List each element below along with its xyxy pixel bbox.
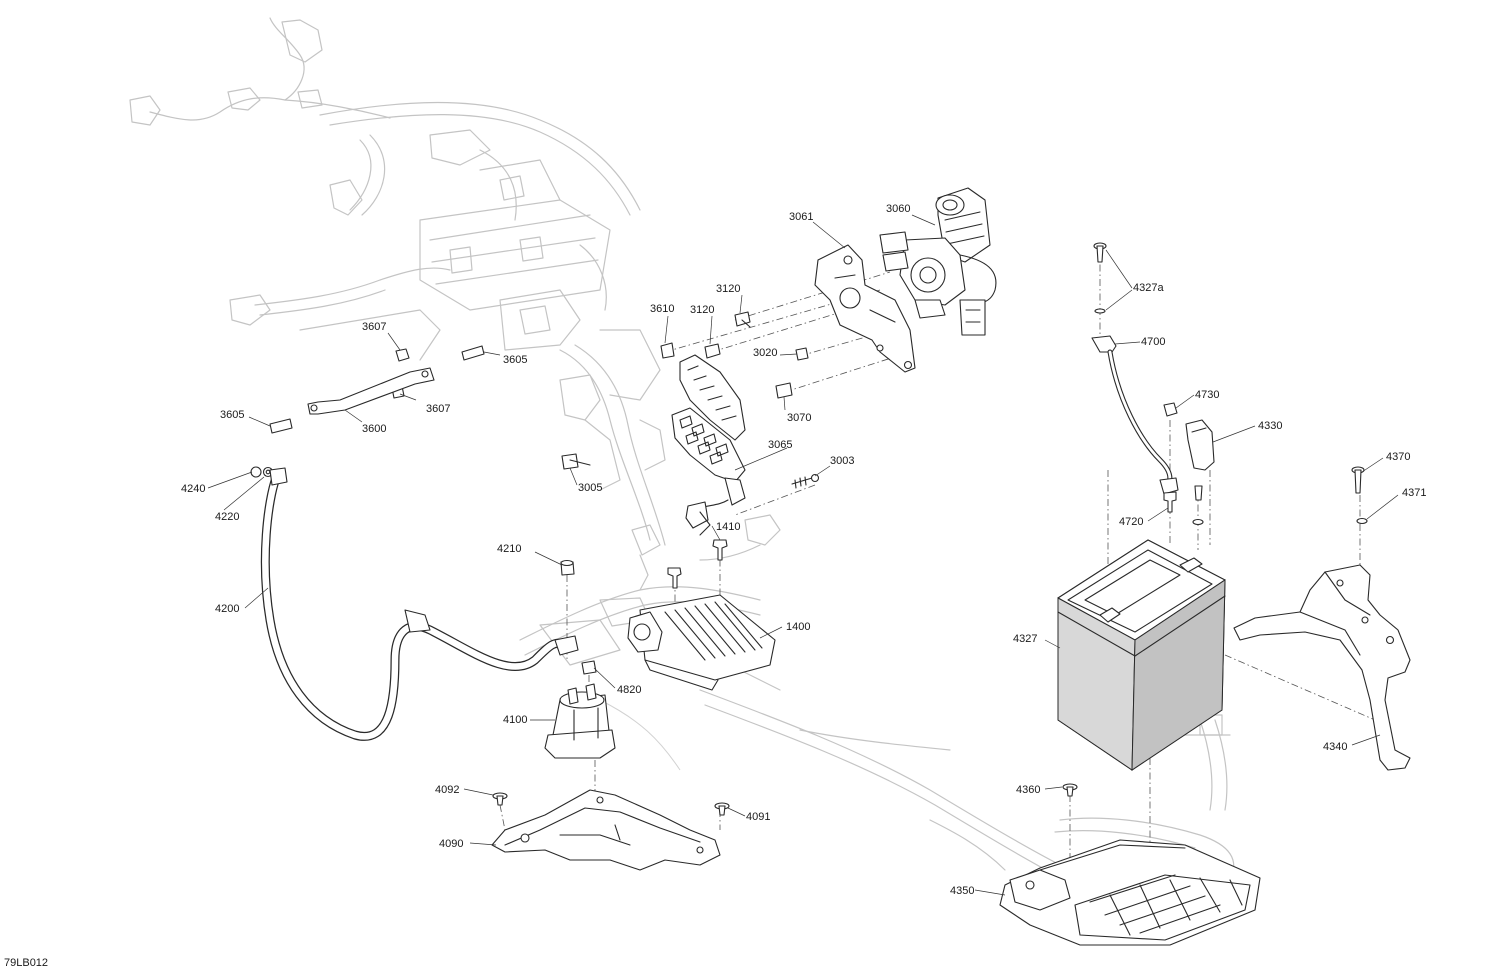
callout-4200: 4200	[215, 603, 239, 615]
callout-3005: 3005	[578, 482, 602, 494]
callout-4340: 4340	[1323, 741, 1347, 753]
callout-4730: 4730	[1195, 389, 1219, 401]
callout-4210: 4210	[497, 543, 521, 555]
callout-3600: 3600	[362, 423, 386, 435]
fasteners-mid	[560, 539, 728, 675]
callout-4090: 4090	[439, 838, 463, 850]
callouts: 3061 3060 3120 3120 3610 3020 3070 3065 …	[181, 203, 1426, 897]
callout-3065: 3065	[768, 439, 792, 451]
callout-4220: 4220	[215, 511, 239, 523]
callout-3061: 3061	[789, 211, 813, 223]
voltage-regulator-icon	[627, 594, 776, 691]
callout-3003: 3003	[830, 455, 854, 467]
battery-icon	[1057, 539, 1226, 771]
actuator-motor-icon	[879, 187, 997, 336]
callout-4360: 4360	[1016, 784, 1040, 796]
callout-3120-lower: 3120	[690, 304, 714, 316]
callout-3605-lower: 3605	[220, 409, 244, 421]
callout-3605-upper: 3605	[503, 354, 527, 366]
callout-4370: 4370	[1386, 451, 1410, 463]
figure-reference: 79LB012	[4, 957, 48, 969]
support-plate	[491, 789, 730, 871]
callout-4820: 4820	[617, 684, 641, 696]
callout-4700: 4700	[1141, 336, 1165, 348]
callout-4091: 4091	[746, 811, 770, 823]
callout-4371: 4371	[1402, 487, 1426, 499]
callout-4330: 4330	[1258, 420, 1282, 432]
starter-solenoid-icon	[544, 683, 616, 759]
callout-4100: 4100	[503, 714, 527, 726]
callout-4350: 4350	[950, 885, 974, 897]
callout-3607-lower: 3607	[426, 403, 450, 415]
leader-lines	[207, 214, 1399, 896]
callout-3610: 3610	[650, 303, 674, 315]
callout-4720: 4720	[1119, 516, 1143, 528]
callout-1400: 1400	[786, 621, 810, 633]
motor-bracket	[814, 244, 916, 373]
fuse-box	[671, 354, 746, 536]
callout-3060: 3060	[886, 203, 910, 215]
vehicle-frame-ghost	[129, 17, 1235, 881]
fasteners-top	[250, 311, 820, 489]
callout-3607-upper: 3607	[362, 321, 386, 333]
battery-cable	[260, 467, 579, 741]
callout-3070: 3070	[787, 412, 811, 424]
battery-tray	[999, 783, 1261, 946]
callout-4327a: 4327a	[1133, 282, 1164, 294]
callout-4092: 4092	[435, 784, 459, 796]
link-bar	[307, 367, 435, 415]
callout-4327: 4327	[1013, 633, 1037, 645]
callout-3120-upper: 3120	[716, 283, 740, 295]
callout-4240: 4240	[181, 483, 205, 495]
battery-strap	[1091, 242, 1215, 526]
callout-1410: 1410	[716, 521, 740, 533]
callout-3020: 3020	[753, 347, 777, 359]
assembly-lines	[499, 250, 1376, 880]
battery-bracket	[1233, 466, 1411, 771]
